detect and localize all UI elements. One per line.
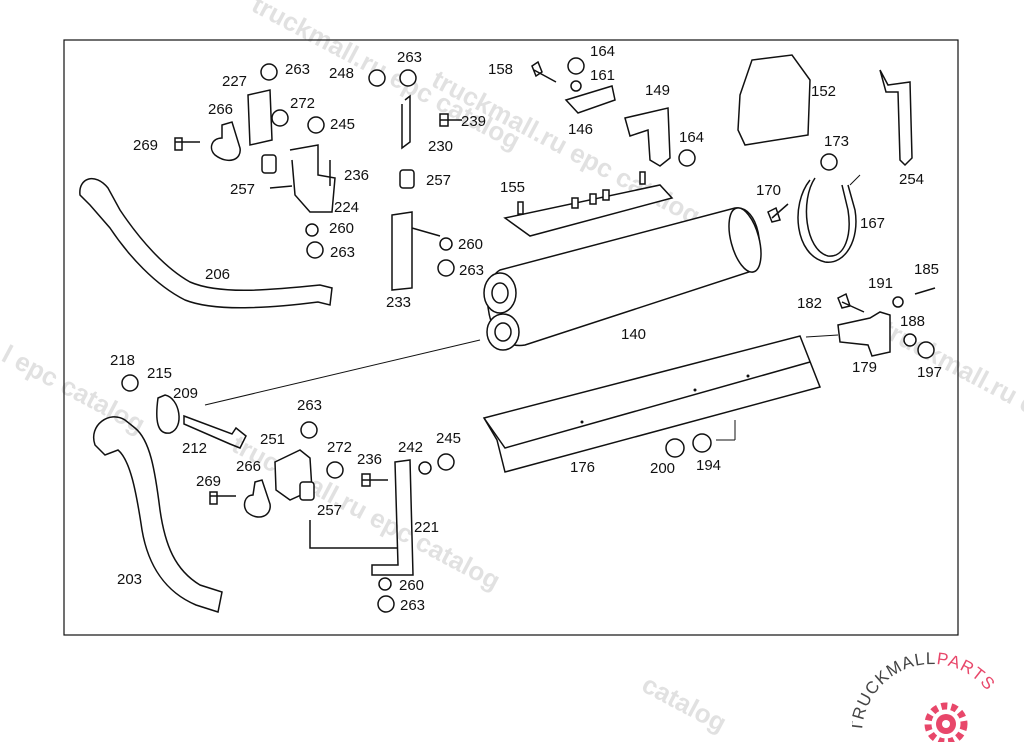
- part-label: 194: [696, 457, 721, 474]
- heat-shield-176: [482, 335, 822, 473]
- bracket-233: [391, 211, 441, 291]
- part-label: 218: [110, 352, 135, 369]
- bracket-254: [879, 69, 913, 167]
- clamp-266b: [243, 479, 271, 518]
- part-label: 221: [414, 519, 439, 536]
- bracket-224: [269, 144, 336, 213]
- hose-206: [79, 177, 333, 309]
- part-label: 230: [428, 138, 453, 155]
- part-label: 167: [860, 215, 885, 232]
- part-label: 260: [329, 220, 354, 237]
- part-label: 197: [917, 364, 942, 381]
- part-label: 164: [590, 43, 615, 60]
- gear-icon: [924, 702, 968, 742]
- bolts: [174, 60, 936, 505]
- part-label: 266: [208, 101, 233, 118]
- part-label: 146: [568, 121, 593, 138]
- part-label: 191: [868, 275, 893, 292]
- part-label: 263: [397, 49, 422, 66]
- bracket-146: [564, 85, 616, 114]
- part-label: 257: [230, 181, 255, 198]
- part-label: 245: [330, 116, 355, 133]
- bracket-152: [737, 54, 811, 146]
- part-label: 209: [173, 385, 198, 402]
- part-label: 269: [196, 473, 221, 490]
- part-label: 206: [205, 266, 230, 283]
- part-label: 257: [426, 172, 451, 189]
- bracket-227: [247, 89, 273, 146]
- fasteners: [121, 57, 935, 613]
- bolts-155: [517, 171, 646, 215]
- rubber-mounts: [261, 154, 415, 501]
- part-label: 248: [329, 65, 354, 82]
- part-label: 269: [133, 137, 158, 154]
- part-label: 158: [488, 61, 513, 78]
- part-label: 164: [679, 129, 704, 146]
- part-label: 263: [459, 262, 484, 279]
- clamp-215: [156, 394, 180, 434]
- part-label: 182: [797, 295, 822, 312]
- silencer-140: [483, 207, 762, 351]
- bracket-179: [837, 311, 891, 357]
- bracket-221: [309, 459, 414, 576]
- leader-lines: [204, 174, 861, 441]
- part-label: 254: [899, 171, 924, 188]
- clamp-167: [797, 177, 857, 263]
- part-label: 260: [458, 236, 483, 253]
- part-label: 242: [398, 439, 423, 456]
- part-label: 263: [297, 397, 322, 414]
- part-label: 263: [400, 597, 425, 614]
- part-label: 212: [182, 440, 207, 457]
- clamp-266a: [210, 121, 241, 162]
- part-label: 233: [386, 294, 411, 311]
- part-label: 185: [914, 261, 939, 278]
- part-label: 140: [621, 326, 646, 343]
- bracket-155: [503, 184, 674, 237]
- part-label: 236: [344, 167, 369, 184]
- part-label: 260: [399, 577, 424, 594]
- watermark-text: catalog: [637, 669, 731, 738]
- part-label: 236: [357, 451, 382, 468]
- part-label: 176: [570, 459, 595, 476]
- part-label: 179: [852, 359, 877, 376]
- part-label: 215: [147, 365, 172, 382]
- part-label: 224: [334, 199, 359, 216]
- part-label: 203: [117, 571, 142, 588]
- bolt-212: [183, 414, 247, 449]
- part-label: 149: [645, 82, 670, 99]
- part-label: 155: [500, 179, 525, 196]
- part-label: 245: [436, 430, 461, 447]
- part-label: 227: [222, 73, 247, 90]
- bracket-230: [401, 94, 411, 150]
- part-label: 170: [756, 182, 781, 199]
- diagram-frame: [63, 39, 959, 636]
- part-label: 257: [317, 502, 342, 519]
- part-label: 272: [290, 95, 315, 112]
- hose-203: [92, 416, 223, 613]
- part-label: 188: [900, 313, 925, 330]
- part-label: 239: [461, 113, 486, 130]
- part-label: 251: [260, 431, 285, 448]
- part-label: 200: [650, 460, 675, 477]
- part-label: 173: [824, 133, 849, 150]
- part-label: 152: [811, 83, 836, 100]
- part-label: 161: [590, 67, 615, 84]
- bracket-149: [624, 107, 671, 167]
- part-label: 266: [236, 458, 261, 475]
- logo-text-accent: PARTS: [936, 652, 999, 694]
- part-label: 263: [285, 61, 310, 78]
- logo-text-main: TRUCKMALL: [852, 652, 936, 733]
- part-labels: 227 263 248 263 158 164 161 266 272 245 …: [110, 43, 942, 614]
- part-label: 272: [327, 439, 352, 456]
- logo-text: TRUCKMALLPARTS: [852, 652, 999, 733]
- truckmall-parts-logo: TRUCKMALLPARTS: [852, 652, 999, 742]
- part-label: 263: [330, 244, 355, 261]
